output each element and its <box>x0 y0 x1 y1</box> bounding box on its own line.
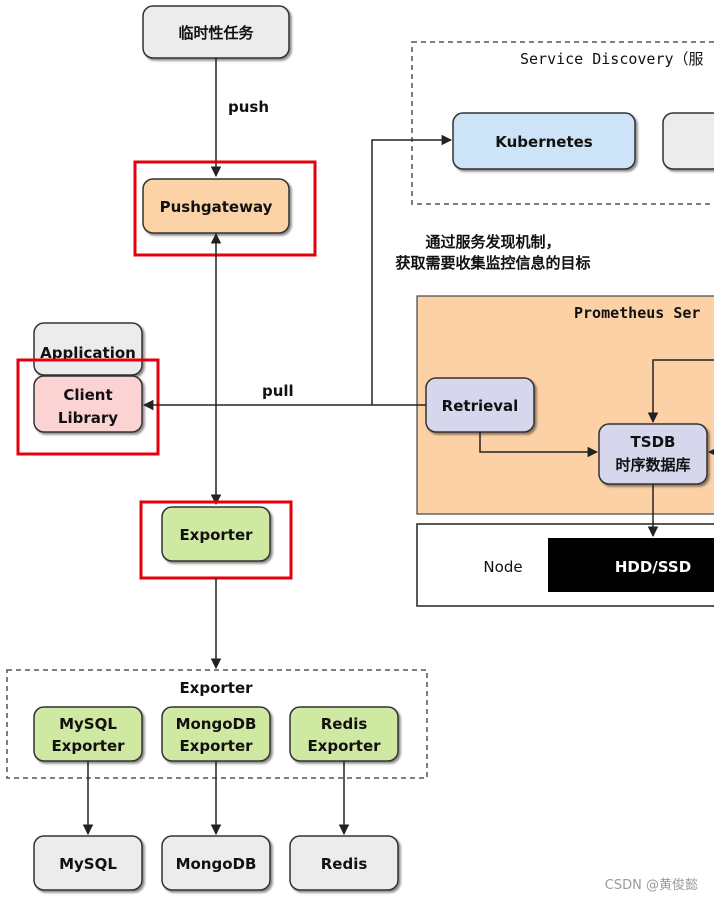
mongodb-exporter-label-line1: MongoDB <box>176 715 257 733</box>
mongodb-exporter-label-line2: Exporter <box>179 737 253 755</box>
redis-node <box>289 835 399 891</box>
discovery-note-line1: 通过服务发现机制， <box>425 233 560 251</box>
service-discovery-arrow <box>371 134 453 405</box>
prometheus-server-group: Prometheus Ser Retrieval TSDB 时序数据库 <box>416 295 714 515</box>
service-discovery-group: Service Discovery（服 Kubernetes <box>411 41 714 205</box>
mongodb-node <box>161 835 271 891</box>
watermark: CSDN @黄俊懿 <box>604 878 698 893</box>
push-label: push <box>228 98 269 116</box>
retrieval-to-tsdb-arrow <box>479 432 599 458</box>
mysql-exporter-label-line2: Exporter <box>51 737 125 755</box>
mysql-node <box>33 835 143 891</box>
pushgateway-label: Pushgateway <box>160 198 273 216</box>
application-node <box>33 322 143 376</box>
redis-exporter-label-line1: Redis <box>321 715 368 733</box>
mysql-exporter-label-line1: MySQL <box>59 715 117 733</box>
temp-task-label: 临时性任务 <box>178 24 254 42</box>
exporter-group-label: Exporter <box>179 679 253 697</box>
kubernetes-node <box>452 112 636 170</box>
kubernetes-label: Kubernetes <box>495 133 593 151</box>
exporter-label: Exporter <box>179 526 253 544</box>
prometheus-server-label: Prometheus Ser <box>574 304 700 322</box>
service-discovery-label: Service Discovery（服 <box>520 50 704 68</box>
exporter-node <box>161 506 271 562</box>
client-library-label-line1: Client <box>63 386 112 404</box>
application-label: Application <box>40 344 136 362</box>
pushgateway-highlight <box>133 160 317 257</box>
client-library-highlight <box>16 358 160 456</box>
tsdb-label-line2: 时序数据库 <box>615 456 690 474</box>
mongodb-label: MongoDB <box>176 855 257 873</box>
exporter-group <box>6 669 428 779</box>
hdd-ssd-block <box>548 538 714 592</box>
mysql-label: MySQL <box>59 855 117 873</box>
redis-label: Redis <box>321 855 368 873</box>
tsdb-label-line1: TSDB <box>631 433 676 451</box>
redis-exporter-label-line2: Exporter <box>307 737 381 755</box>
discovery-note-line2: 获取需要收集监控信息的目标 <box>395 254 590 272</box>
node-label: Node <box>483 558 522 576</box>
hdd-ssd-label: HDD/SSD <box>615 558 691 576</box>
discovery-node-partial <box>662 112 714 170</box>
client-library-node <box>33 375 143 433</box>
pull-label: pull <box>262 382 294 400</box>
retrieval-label: Retrieval <box>442 397 519 415</box>
query-to-tsdb-arrow <box>647 359 714 424</box>
client-library-label-line2: Library <box>58 409 118 427</box>
node-storage-group: Node HDD/SSD <box>416 523 714 607</box>
